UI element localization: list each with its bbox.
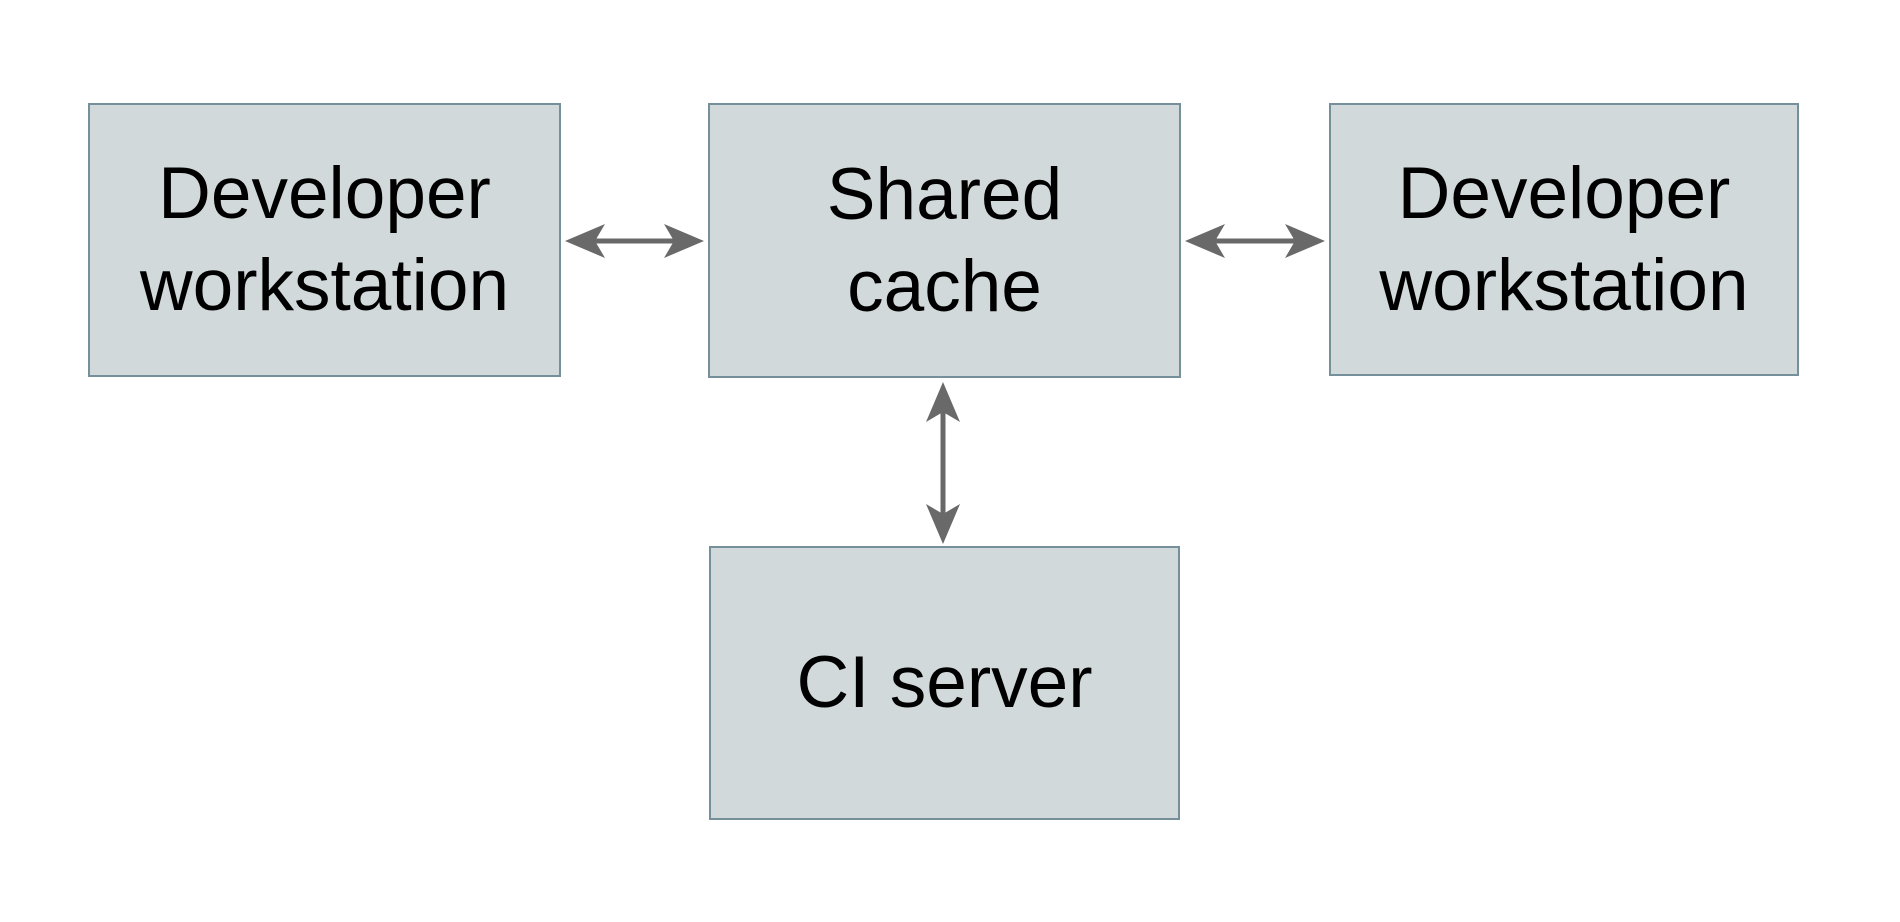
node-label: CI server bbox=[796, 642, 1093, 723]
node-ci-server: CI server bbox=[709, 546, 1180, 820]
node-developer-workstation-right: Developer workstation bbox=[1329, 103, 1799, 376]
node-label: Developer workstation bbox=[139, 153, 510, 326]
edge-shared-cache-ci-server bbox=[926, 382, 960, 544]
node-developer-workstation-left: Developer workstation bbox=[88, 103, 561, 377]
node-label: Developer workstation bbox=[1379, 152, 1749, 326]
node-shared-cache: Shared cache bbox=[708, 103, 1181, 378]
edge-left-workstation-shared-cache bbox=[565, 224, 704, 258]
node-label: Shared cache bbox=[826, 153, 1063, 327]
edge-shared-cache-right-workstation bbox=[1185, 224, 1325, 258]
